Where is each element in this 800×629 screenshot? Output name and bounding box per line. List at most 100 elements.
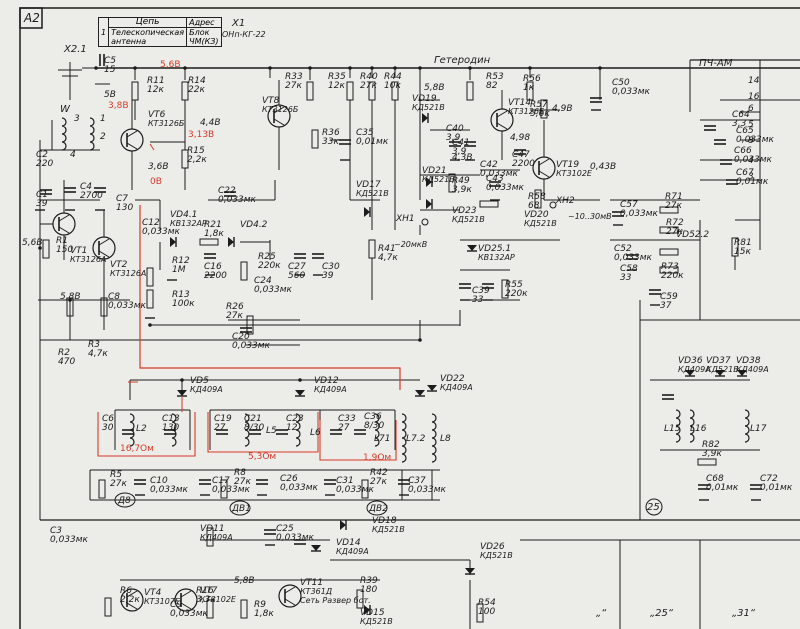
connector-x21: X2.1 (64, 44, 87, 55)
resistor-r1-value: 150 (56, 245, 74, 255)
wire (126, 130, 138, 138)
junction-dot (348, 66, 352, 70)
resistor-r54-label: R54 (478, 598, 496, 608)
capacitor-c6-label: C6 (102, 414, 115, 424)
inductor-symbol (689, 409, 695, 443)
semiconductor-vt2-label: VT2 (110, 260, 128, 270)
capacitor-c1-label: C1 (36, 190, 49, 200)
inductor-symbol (374, 413, 380, 447)
semiconductor-vt7-type: КТ3102Е (200, 595, 236, 604)
resistor-r56-label: R56 (523, 74, 541, 84)
semiconductor-vd36-type: КД409А (678, 365, 711, 374)
pin-8: 8 (748, 136, 754, 146)
semiconductor-vd21-label: VD21 (422, 166, 447, 176)
test-point-xn1-note: ~20мкВ (394, 240, 428, 249)
resistor-r42-value: 27к (370, 477, 387, 487)
capacitor-c52-label: C52 (614, 244, 632, 254)
semiconductor-vd14-type: КД409А (336, 547, 369, 556)
semiconductor-vt19-label: VT19 (556, 160, 580, 170)
resistor-r58-value: 68 (528, 201, 540, 211)
inductor-l5-label: L5 (266, 426, 277, 436)
band-marker-dv1 (229, 500, 251, 516)
junction-dot (468, 66, 472, 70)
diode-symbol (715, 370, 725, 376)
resistor-r9-label: R9 (254, 600, 266, 610)
junction-dot (308, 66, 312, 70)
semiconductor-vt1-label: VT1 (70, 246, 88, 256)
junction-dot (393, 66, 397, 70)
test-point-xn2-note: ~10..30мВ (568, 212, 612, 221)
wire (180, 590, 192, 598)
capacitor-c21-value: 8/30 (244, 423, 265, 433)
resistor-symbol (104, 597, 112, 617)
pin-4: 4 (748, 156, 754, 166)
diode-symbol (311, 545, 321, 551)
capacitor-c68-label: C68 (706, 474, 724, 484)
resistor-r3-label: R3 (88, 340, 100, 350)
capacitor-c58-value: 33 (620, 273, 632, 283)
semiconductor-vt14-type: КТ3126Б (508, 107, 545, 116)
capacitor-c43-value: 0,033мк (486, 183, 524, 193)
test-point-xn1-label: ХН1 (396, 214, 415, 224)
wire (180, 602, 192, 610)
voltage-5-8-bottom: 5,8В (234, 576, 255, 586)
resistor-r49-value: 3,9к (452, 185, 472, 195)
resistor-r8-value: 27к (234, 477, 251, 487)
resistor-r5-value: 27к (110, 479, 127, 489)
resistor-r73-label: R73 (661, 262, 679, 272)
capacitor-c6-value: 30 (102, 423, 114, 433)
semiconductor-vd19-type: КД521В (412, 103, 445, 112)
diode-symbol (426, 199, 432, 209)
section-heterodyne-title: Гетеродин (434, 55, 491, 66)
wire (538, 158, 550, 166)
test-point-xn1 (421, 218, 429, 226)
resistor-r53-label: R53 (486, 72, 504, 82)
wire (98, 250, 110, 258)
resistor-r2-value: 470 (58, 357, 76, 367)
diode-symbol (685, 370, 695, 376)
capacitor-c64-value: 3,3 (732, 119, 747, 129)
capacitor-c52-value: 0,033мк (614, 253, 652, 263)
semiconductor-vd15-type: КД521В (360, 617, 393, 626)
inductor-symbol (244, 413, 250, 447)
capacitor-c30-label: C30 (322, 262, 340, 272)
semiconductor-vt4-label: VT4 (144, 588, 162, 598)
diode-symbol (737, 370, 747, 376)
diode-symbol (465, 568, 475, 574)
capacitor-c37-value: 0,033мк (408, 485, 446, 495)
resistor-symbol (659, 266, 679, 274)
resistor-symbol (501, 279, 509, 299)
capacitor-c10-label: C10 (150, 476, 168, 486)
resistor-symbol (540, 99, 548, 119)
semiconductor-vd20-label: VD20 (524, 210, 549, 220)
junction-dot (183, 66, 187, 70)
capacitor-c40-value: 3,9 (446, 133, 461, 143)
resistor-r55-value: 220к (505, 289, 528, 299)
semiconductor-vt8-type: КТ3126Б (262, 105, 299, 114)
capacitor-c57-value: 0,033мк (620, 209, 658, 219)
resistor-r33-label: R33 (285, 72, 303, 82)
capacitor-c4-label: C4 (80, 182, 93, 192)
resistor-symbol (131, 81, 139, 101)
table-row-number: 1 (97, 17, 110, 47)
capacitor-c68-value: 0,01мк (706, 483, 739, 493)
resistor-symbol (476, 603, 484, 623)
inductor-symbol (675, 409, 681, 443)
inductor-w-label: W (60, 104, 70, 115)
resistor-r72-label: R72 (666, 218, 684, 228)
capacitor-c10-value: 0,033мк (150, 485, 188, 495)
diode-symbol (427, 385, 437, 391)
capacitor-c65-label: C65 (736, 126, 754, 136)
semiconductor-vd20-type: КД521В (524, 219, 557, 228)
wire (284, 598, 296, 606)
transistor-symbol (278, 584, 302, 608)
semiconductor-vd23-label: VD23 (452, 206, 477, 216)
resistor-r15-label: R15 (187, 146, 205, 156)
capacitor-c21-label: C21 (244, 414, 262, 424)
diode-symbol (415, 390, 425, 396)
voltage-4-9: 4,9В (552, 104, 573, 114)
semiconductor-vd15-label: VD15 (360, 608, 385, 618)
semiconductor-vt14-label: VT14 (508, 98, 532, 108)
wire (98, 238, 110, 246)
resistor-r55-label: R55 (505, 280, 523, 290)
